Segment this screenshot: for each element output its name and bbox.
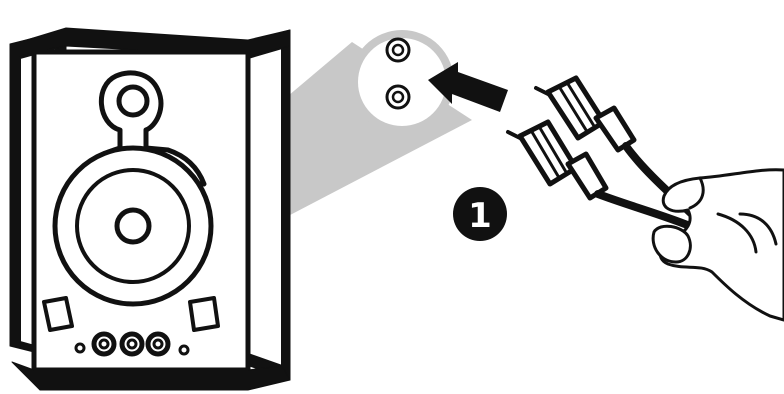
speaker-rear-panel-icon xyxy=(10,28,290,390)
left-bracket xyxy=(44,298,72,330)
hand-thumb xyxy=(653,226,690,262)
right-bracket xyxy=(190,298,218,330)
tweeter-icon xyxy=(119,87,147,115)
woofer-cap xyxy=(117,210,149,242)
step-badge: 1 xyxy=(453,187,507,241)
step-number: 1 xyxy=(468,196,492,236)
hand-icon xyxy=(653,170,784,320)
rca-plug-lower xyxy=(508,122,606,198)
